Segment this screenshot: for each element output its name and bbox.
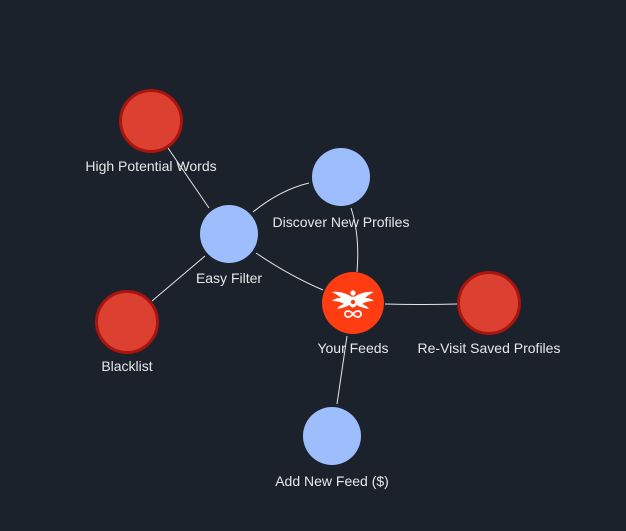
- winged-logo-icon: [332, 290, 374, 318]
- node-your-feeds[interactable]: [322, 272, 384, 334]
- node-high-potential-words[interactable]: [119, 89, 183, 153]
- edge-easy-filter-your-feeds: [255, 252, 324, 291]
- node-easy-filter[interactable]: [200, 205, 258, 263]
- label-blacklist[interactable]: Blacklist: [101, 358, 153, 374]
- label-easy-filter[interactable]: Easy Filter: [195, 270, 263, 286]
- edge-your-feeds-re-visit-saved-profiles: [384, 303, 458, 305]
- edge-easy-filter-blacklist: [151, 255, 206, 302]
- label-add-new-feed[interactable]: Add New Feed ($): [275, 473, 389, 489]
- edge-discover-new-profiles-your-feeds: [350, 207, 359, 273]
- edge-high-potential-words-easy-filter: [167, 147, 210, 209]
- edge-easy-filter-discover-new-profiles: [252, 182, 310, 213]
- label-discover-new-profiles[interactable]: Discover New Profiles: [272, 214, 410, 230]
- node-add-new-feed[interactable]: [303, 407, 361, 465]
- label-re-visit-saved-profiles[interactable]: Re-Visit Saved Profiles: [417, 340, 561, 356]
- node-discover-new-profiles[interactable]: [312, 148, 370, 206]
- label-high-potential-words[interactable]: High Potential Words: [85, 158, 217, 174]
- node-blacklist[interactable]: [95, 290, 159, 354]
- label-your-feeds[interactable]: Your Feeds: [317, 340, 389, 356]
- edge-your-feeds-add-new-feed: [336, 335, 348, 405]
- node-re-visit-saved-profiles[interactable]: [457, 271, 521, 335]
